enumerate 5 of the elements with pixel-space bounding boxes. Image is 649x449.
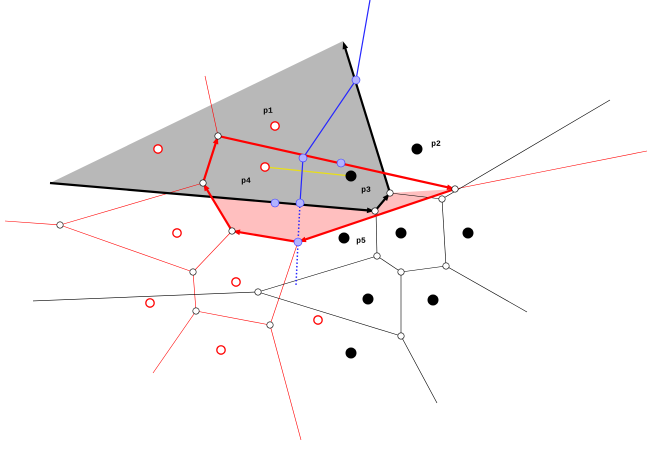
- point-label: p1: [264, 108, 272, 114]
- point-label: p2: [432, 140, 440, 148]
- point-label: p3: [362, 186, 370, 194]
- point-label: p4: [242, 178, 251, 184]
- point-label: p5: [356, 238, 366, 244]
